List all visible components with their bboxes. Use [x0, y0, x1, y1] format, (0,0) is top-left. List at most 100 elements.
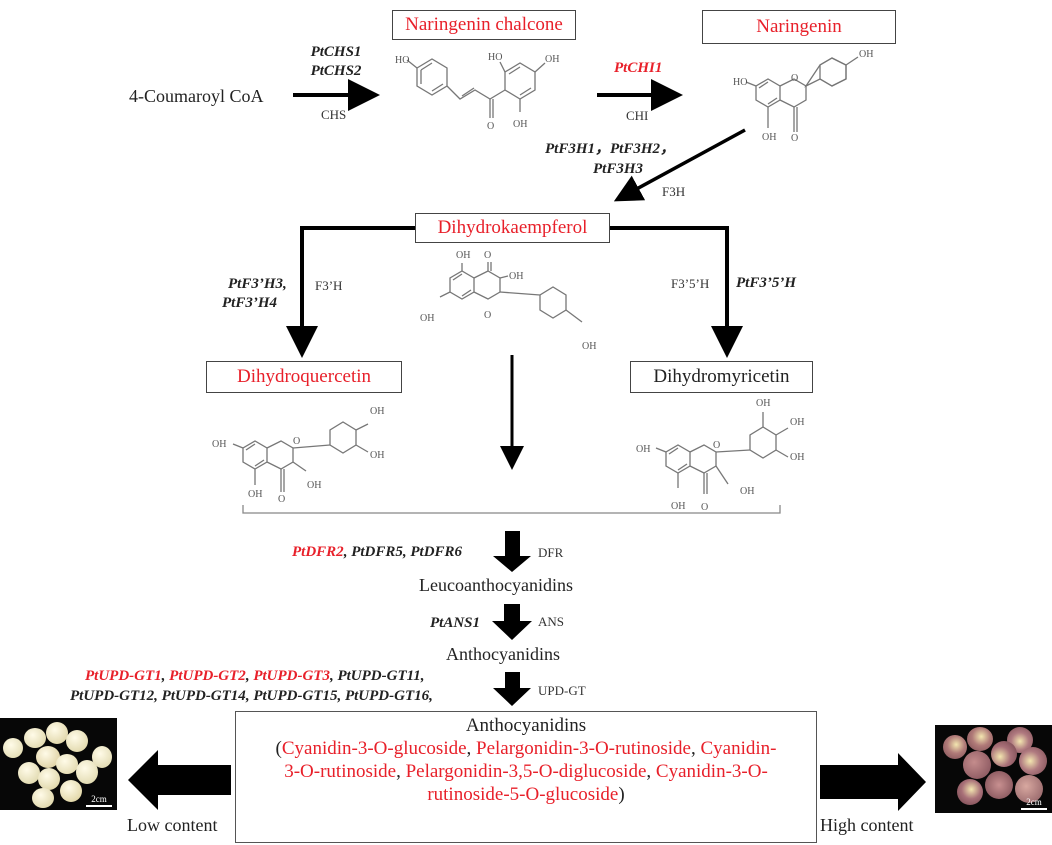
low-content-label: Low content: [127, 815, 218, 835]
chi-enzyme-label: CHI: [626, 108, 649, 123]
item-cyanidin-3-o-rutinoside-part2: 3-O-rutinoside: [284, 761, 397, 782]
item-pelargonidin-3-5-o-diglucoside: Pelargonidin-3,5-O-diglucoside: [405, 761, 647, 782]
atom-label: OH: [509, 271, 523, 282]
compound-dihydroquercetin: Dihydroquercetin: [206, 361, 402, 393]
compound-naringenin-chalcone: Naringenin chalcone: [392, 10, 576, 40]
atom-label: OH: [212, 439, 226, 450]
chs-enzyme-label: CHS: [321, 107, 347, 122]
paren: ): [618, 784, 625, 805]
separator: ,: [690, 738, 701, 759]
separator: ,: [396, 761, 406, 782]
compound-dihydromyricetin: Dihydromyricetin: [630, 361, 813, 393]
separator: ,: [245, 688, 254, 704]
f3h-enzyme-label: F3H: [662, 184, 686, 199]
scale-label: 2cm: [1026, 797, 1042, 807]
dfr-genes: PtDFR2, PtDFR5, PtDFR6: [292, 543, 462, 562]
atom-label: OH: [545, 54, 559, 65]
final-line1: (Cyanidin-3-O-glucoside, Pelargonidin-3-…: [236, 737, 816, 760]
scale-bar: 2cm: [86, 794, 112, 807]
separator: ,: [337, 688, 345, 704]
low-content-arrow: [128, 750, 231, 810]
atom-label: O: [791, 73, 798, 84]
item-cyanidin-3-o-glucoside: Cyanidin-3-O-glucoside: [281, 738, 467, 759]
atom-label: O: [713, 440, 720, 451]
atom-label: OH: [513, 119, 527, 130]
gene-ptupd-gt3: PtUPD-GT3: [253, 668, 330, 684]
updgt-arrow: [493, 672, 531, 706]
merge-bracket: [242, 505, 781, 514]
updgt-genes-line2: PtUPD-GT12, PtUPD-GT14, PtUPD-GT15, PtUP…: [70, 688, 433, 704]
atom-label: OH: [420, 313, 434, 324]
f3ph-genes-line1: PtF3’H3,: [228, 276, 287, 292]
atom-label: OH: [370, 406, 384, 417]
atom-label: HO: [488, 52, 502, 63]
gene-ptupd-gt1: PtUPD-GT1: [85, 668, 162, 684]
item-cyanidin-3-o-rutinoside-part1: Cyanidin-: [700, 738, 777, 759]
scale-bar: 2cm: [1021, 797, 1047, 810]
f35h-enzyme-label: F3’5’H: [671, 276, 710, 291]
f3ph-genes-line2: PtF3’H4: [222, 295, 277, 311]
f3h-genes-line1: PtF3H1，PtF3H2，: [545, 141, 676, 157]
final-title: Anthocyanidins: [465, 715, 587, 736]
high-content-label: High content: [820, 815, 914, 835]
f3ph-enzyme-label: F3’H: [315, 278, 343, 293]
compound-naringenin: Naringenin: [702, 10, 896, 44]
start-compound-label: 4-Coumaroyl CoA: [129, 86, 264, 106]
separator: ,: [402, 544, 411, 560]
atom-label: OH: [790, 452, 804, 463]
f35h-arrow: [610, 226, 743, 358]
gene-ptchs2: PtCHS2: [310, 63, 362, 79]
atom-label: O: [293, 436, 300, 447]
atom-label: HO: [395, 55, 409, 66]
f3h-arrow: [613, 128, 746, 202]
final-line2: 3-O-rutinoside, Pelargonidin-3,5-O-diglu…: [236, 760, 816, 783]
separator: ,: [161, 668, 170, 684]
high-content-photo: 2cm: [935, 725, 1052, 813]
atom-label: OH: [582, 341, 596, 352]
atom-label: OH: [859, 49, 873, 60]
scale-label: 2cm: [91, 794, 107, 804]
atom-label: O: [487, 121, 494, 132]
gene-ptupd-gt11: PtUPD-GT11: [337, 668, 421, 684]
atom-label: O: [791, 133, 798, 144]
gene-ptdfr2: PtDFR2: [292, 544, 344, 560]
atom-label: OH: [762, 132, 776, 143]
paren: (: [275, 738, 282, 759]
gene-ptupd-gt16: PtUPD-GT16: [344, 688, 430, 704]
atom-label: OH: [248, 489, 262, 500]
separator: ,: [466, 738, 477, 759]
low-content-photo: 2cm: [0, 718, 117, 810]
gene-ptdfr5: PtDFR5: [351, 544, 403, 560]
separator: ,: [343, 544, 352, 560]
updgt-enzyme-label: UPD-GT: [538, 683, 586, 698]
ans-arrow: [492, 604, 532, 640]
atom-label: O: [484, 250, 491, 261]
gene-ptans1: PtANS1: [430, 615, 481, 631]
atom-label: O: [701, 502, 708, 513]
item-cyanidin-3-o-rutinoside-5-o-glucoside-part1: Cyanidin-3-O-: [655, 761, 768, 782]
high-content-arrow: [820, 753, 926, 811]
atom-label: HO: [733, 77, 747, 88]
gene-ptchi1: PtCHI1: [614, 60, 663, 76]
separator: ,: [245, 668, 254, 684]
ans-enzyme-label: ANS: [538, 614, 565, 629]
separator: ,: [154, 688, 162, 704]
atom-label: OH: [370, 450, 384, 461]
gene-ptupd-gt14: PtUPD-GT14: [161, 688, 246, 704]
item-cyanidin-3-o-rutinoside-5-o-glucoside-part2: rutinoside-5-O-glucoside: [427, 784, 619, 805]
atom-label: O: [484, 310, 491, 321]
gene-ptdfr6: PtDFR6: [410, 544, 463, 560]
dfr-arrow: [493, 531, 531, 572]
gene-ptf35h: PtF3’5’H: [736, 275, 796, 291]
atom-label: OH: [740, 486, 754, 497]
gene-ptupd-gt12: PtUPD-GT12: [70, 688, 155, 704]
item-pelargonidin-3-o-rutinoside: Pelargonidin-3-O-rutinoside: [476, 738, 691, 759]
atom-label: OH: [756, 398, 770, 409]
chs-genes: PtCHS1 PtCHS2: [305, 43, 367, 81]
atom-label: OH: [790, 417, 804, 428]
separator: ,: [646, 761, 656, 782]
